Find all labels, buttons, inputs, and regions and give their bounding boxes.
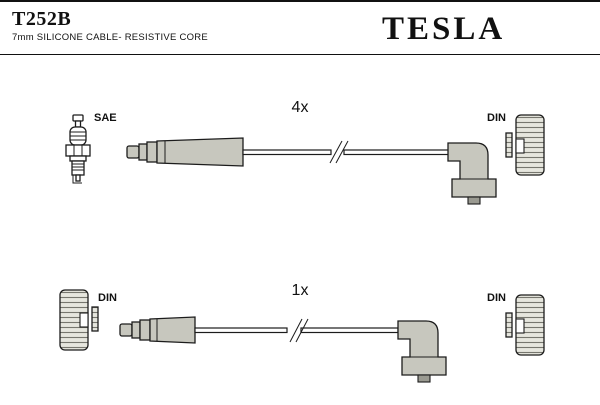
- bottom-cable-wire: [194, 318, 399, 343]
- brand-logo: TESLA: [382, 10, 522, 51]
- header: T252B 7mm SILICONE CABLE- RESISTIVE CORE…: [0, 2, 600, 55]
- break-mark: [329, 140, 343, 164]
- cable-description: 7mm SILICONE CABLE- RESISTIVE CORE: [12, 32, 208, 43]
- sae-label: SAE: [94, 112, 117, 124]
- bottom-straight-boot: [119, 316, 196, 344]
- bottom-right-din-terminal: [505, 294, 545, 356]
- bottom-left-din-label: DIN: [98, 292, 117, 304]
- tesla-logo-text: TESLA: [382, 11, 505, 46]
- top-din-terminal: [505, 114, 545, 176]
- top-quantity-label: 4x: [292, 99, 309, 116]
- top-din-label: DIN: [487, 112, 506, 124]
- cable-kit-diagram: 4x: [59, 99, 545, 383]
- bottom-elbow-boot: [397, 320, 447, 383]
- top-cable-wire: [242, 140, 451, 164]
- break-mark: [295, 318, 309, 343]
- bottom-left-din-terminal: [59, 289, 99, 351]
- diagram-area: 4x: [0, 55, 600, 400]
- top-assembly: 4x: [65, 99, 545, 205]
- top-elbow-boot: [447, 142, 497, 205]
- header-text-block: T252B 7mm SILICONE CABLE- RESISTIVE CORE: [12, 8, 208, 44]
- bottom-assembly: 1x DIN: [59, 282, 545, 383]
- part-number: T252B: [12, 8, 72, 30]
- break-mark: [335, 140, 349, 164]
- bottom-right-din-label: DIN: [487, 292, 506, 304]
- spark-plug-drawing: [65, 114, 91, 184]
- tesla-logo-icon: TESLA: [382, 11, 505, 47]
- top-straight-boot: [126, 137, 244, 167]
- break-mark: [289, 318, 303, 343]
- bottom-quantity-label: 1x: [292, 282, 309, 299]
